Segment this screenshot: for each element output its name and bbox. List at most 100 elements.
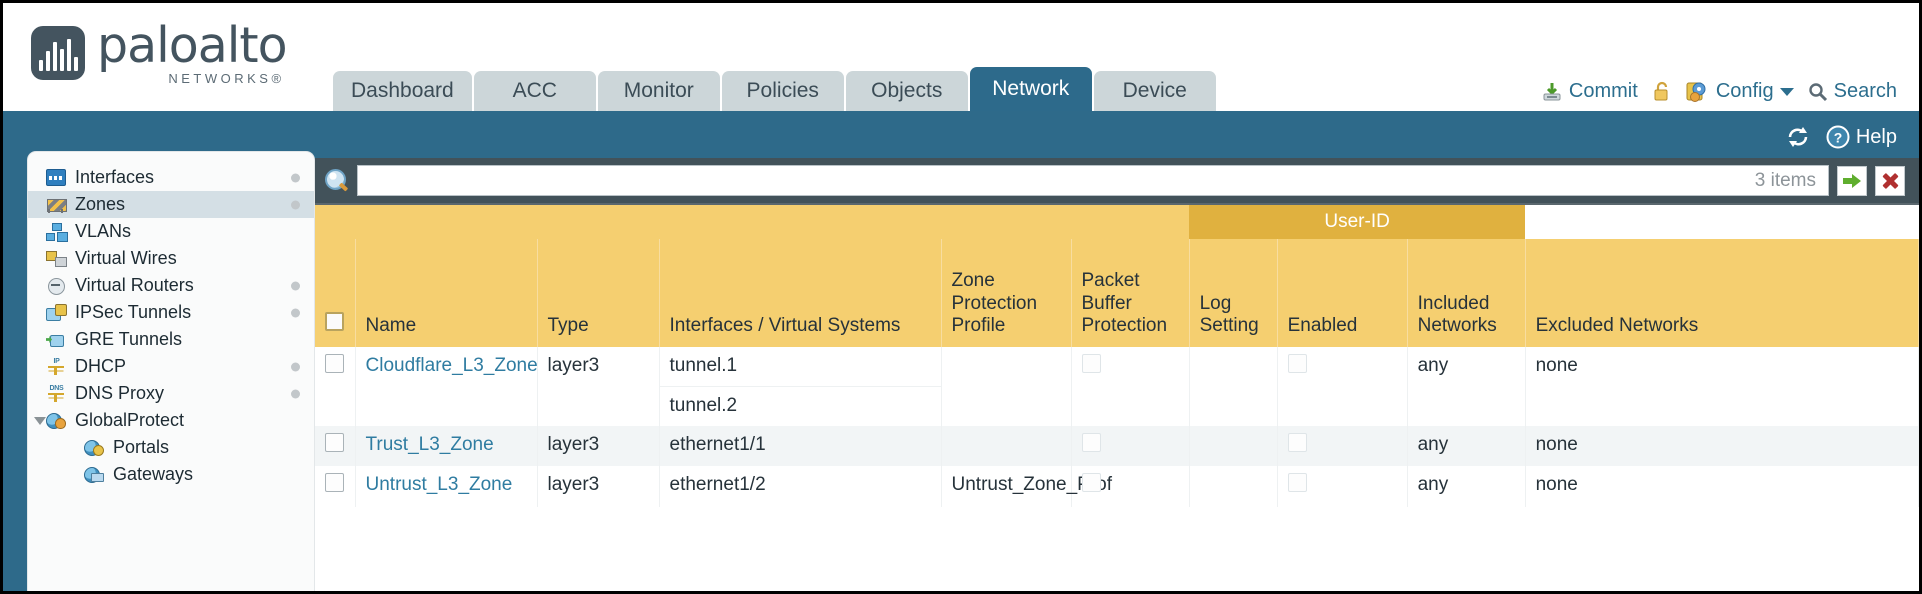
tab-network[interactable]: Network bbox=[969, 67, 1092, 111]
cell-log-setting bbox=[1189, 466, 1278, 508]
cell-zone-protection-profile bbox=[941, 425, 1072, 467]
help-button[interactable]: ? Help bbox=[1826, 125, 1897, 149]
row-checkbox[interactable] bbox=[325, 354, 344, 374]
interface-entry: ethernet1/2 bbox=[669, 474, 766, 496]
packet-buffer-protection-checkbox[interactable] bbox=[1081, 354, 1101, 374]
zone-name-link[interactable]: Cloudflare_L3_Zone bbox=[365, 355, 538, 377]
chevron-down-icon[interactable] bbox=[1779, 87, 1794, 97]
virtual-wires-icon bbox=[46, 250, 67, 267]
row-checkbox[interactable] bbox=[325, 432, 344, 452]
tab-acc[interactable]: ACC bbox=[473, 71, 596, 111]
sidebar-item-virtual-routers[interactable]: Virtual Routers bbox=[28, 272, 314, 299]
band-actions: ? Help bbox=[1786, 125, 1897, 149]
top-bar: paloalto NETWORKS® Dashboard ACC Monitor… bbox=[3, 3, 1919, 111]
sidebar-item-label: Zones bbox=[75, 194, 126, 214]
sidebar-status-dot bbox=[291, 173, 300, 182]
tab-objects[interactable]: Objects bbox=[845, 71, 968, 111]
filter-search-icon[interactable] bbox=[323, 168, 349, 194]
column-header-included-networks[interactable]: Included Networks bbox=[1407, 239, 1526, 348]
cell-packet-buffer-protection bbox=[1071, 347, 1190, 426]
paloalto-logo-icon bbox=[31, 26, 85, 80]
table-row[interactable]: Untrust_L3_Zone layer3 ethernet1/2 Untru… bbox=[315, 466, 1919, 508]
userid-enabled-checkbox[interactable] bbox=[1287, 432, 1307, 452]
column-header-excluded-networks[interactable]: Excluded Networks bbox=[1525, 239, 1919, 348]
sidebar-item-ipsec-tunnels[interactable]: IPSec Tunnels bbox=[28, 299, 314, 326]
zones-table: User-ID Name Type Interfaces / Virtual S… bbox=[315, 205, 1919, 508]
apply-filter-button[interactable] bbox=[1837, 165, 1867, 196]
table-row[interactable]: Cloudflare_L3_Zone layer3 tunnel.1 tunne… bbox=[315, 347, 1919, 426]
userid-enabled-checkbox[interactable] bbox=[1287, 354, 1307, 374]
column-header-name[interactable]: Name bbox=[355, 239, 538, 348]
userid-enabled-checkbox[interactable] bbox=[1287, 473, 1307, 493]
config-wrench-icon bbox=[1686, 81, 1710, 103]
sidebar-item-dhcp[interactable]: IP DHCP bbox=[28, 353, 314, 380]
cell-excluded-networks: none bbox=[1525, 347, 1919, 426]
main-nav-tabs: Dashboard ACC Monitor Policies Objects N… bbox=[333, 67, 1216, 111]
config-button[interactable]: Config bbox=[1686, 80, 1794, 103]
brand-subtitle: NETWORKS® bbox=[168, 71, 285, 86]
tab-device[interactable]: Device bbox=[1093, 71, 1216, 111]
sidebar-item-label: DNS Proxy bbox=[75, 383, 165, 403]
brand-name: paloalto bbox=[97, 17, 288, 74]
cell-userid-enabled bbox=[1277, 466, 1408, 508]
row-checkbox[interactable] bbox=[325, 473, 344, 493]
sidebar: Interfaces Zones VLANs Virtual Wires bbox=[27, 151, 315, 591]
sidebar-item-label: GRE Tunnels bbox=[75, 329, 183, 349]
select-all-checkbox[interactable] bbox=[325, 312, 344, 331]
sidebar-item-zones[interactable]: Zones bbox=[28, 191, 314, 218]
search-label: Search bbox=[1833, 80, 1897, 102]
sidebar-item-vlans[interactable]: VLANs bbox=[28, 218, 314, 245]
interface-entry: ethernet1/1 bbox=[669, 433, 766, 455]
sidebar-item-dns-proxy[interactable]: DNS DNS Proxy bbox=[28, 380, 314, 407]
column-header-log-setting[interactable]: Log Setting bbox=[1189, 239, 1278, 348]
search-input-wrap[interactable]: 3 items bbox=[357, 165, 1829, 196]
sidebar-item-gre-tunnels[interactable]: GRE Tunnels bbox=[28, 326, 314, 353]
refresh-button[interactable] bbox=[1786, 126, 1810, 148]
header-actions: Commit bbox=[1541, 80, 1897, 103]
tab-monitor[interactable]: Monitor bbox=[597, 71, 720, 111]
table-row[interactable]: Trust_L3_Zone layer3 ethernet1/1 bbox=[315, 425, 1919, 467]
sidebar-item-gateways[interactable]: Gateways bbox=[28, 461, 314, 488]
dns-icon-badge: DNS bbox=[49, 385, 64, 392]
sidebar-item-portals[interactable]: Portals bbox=[28, 434, 314, 461]
cell-userid-enabled bbox=[1277, 347, 1408, 426]
cell-interfaces: ethernet1/1 bbox=[659, 425, 942, 467]
expander-chevron-down-icon[interactable] bbox=[34, 416, 46, 425]
packet-buffer-protection-checkbox[interactable] bbox=[1081, 432, 1101, 452]
zone-name-link[interactable]: Trust_L3_Zone bbox=[365, 433, 494, 455]
column-header-type[interactable]: Type bbox=[537, 239, 660, 348]
refresh-icon bbox=[1786, 126, 1810, 148]
help-icon: ? bbox=[1826, 125, 1850, 149]
column-header-packet-buffer-protection[interactable]: Packet Buffer Protection bbox=[1071, 239, 1190, 348]
brand-logo: paloalto NETWORKS® bbox=[31, 17, 288, 86]
lock-button[interactable] bbox=[1652, 81, 1672, 103]
cell-type: layer3 bbox=[537, 347, 660, 426]
zone-name-link[interactable]: Untrust_L3_Zone bbox=[365, 474, 513, 496]
column-header-interfaces[interactable]: Interfaces / Virtual Systems bbox=[659, 239, 942, 348]
sidebar-item-interfaces[interactable]: Interfaces bbox=[28, 164, 314, 191]
interfaces-icon bbox=[46, 169, 66, 186]
search-button[interactable]: Search bbox=[1808, 80, 1897, 103]
cell-interfaces: ethernet1/2 bbox=[659, 466, 942, 508]
cell-included-networks: any bbox=[1407, 466, 1526, 508]
sidebar-item-globalprotect[interactable]: GlobalProtect bbox=[28, 407, 314, 434]
sidebar-item-label: Gateways bbox=[113, 464, 194, 484]
items-count: 3 items bbox=[1754, 169, 1816, 191]
tab-dashboard[interactable]: Dashboard bbox=[333, 71, 472, 111]
column-header-enabled[interactable]: Enabled bbox=[1277, 239, 1408, 348]
cell-zone-protection-profile: Untrust_Zone_Prof bbox=[941, 466, 1112, 508]
cell-excluded-networks: none bbox=[1525, 425, 1919, 467]
dhcp-icon: IP bbox=[46, 358, 66, 375]
column-header-zone-protection-profile[interactable]: Zone Protection Profile bbox=[941, 239, 1072, 348]
search-icon bbox=[1808, 82, 1828, 102]
sidebar-item-label: Interfaces bbox=[75, 167, 155, 187]
packet-buffer-protection-checkbox[interactable] bbox=[1081, 473, 1101, 493]
commit-button[interactable]: Commit bbox=[1541, 80, 1638, 103]
clear-filter-icon bbox=[1881, 172, 1899, 190]
sidebar-item-label: DHCP bbox=[75, 356, 127, 376]
clear-filter-button[interactable] bbox=[1875, 165, 1905, 196]
tab-policies[interactable]: Policies bbox=[721, 71, 844, 111]
cell-included-networks: any bbox=[1407, 425, 1526, 467]
sidebar-item-virtual-wires[interactable]: Virtual Wires bbox=[28, 245, 314, 272]
